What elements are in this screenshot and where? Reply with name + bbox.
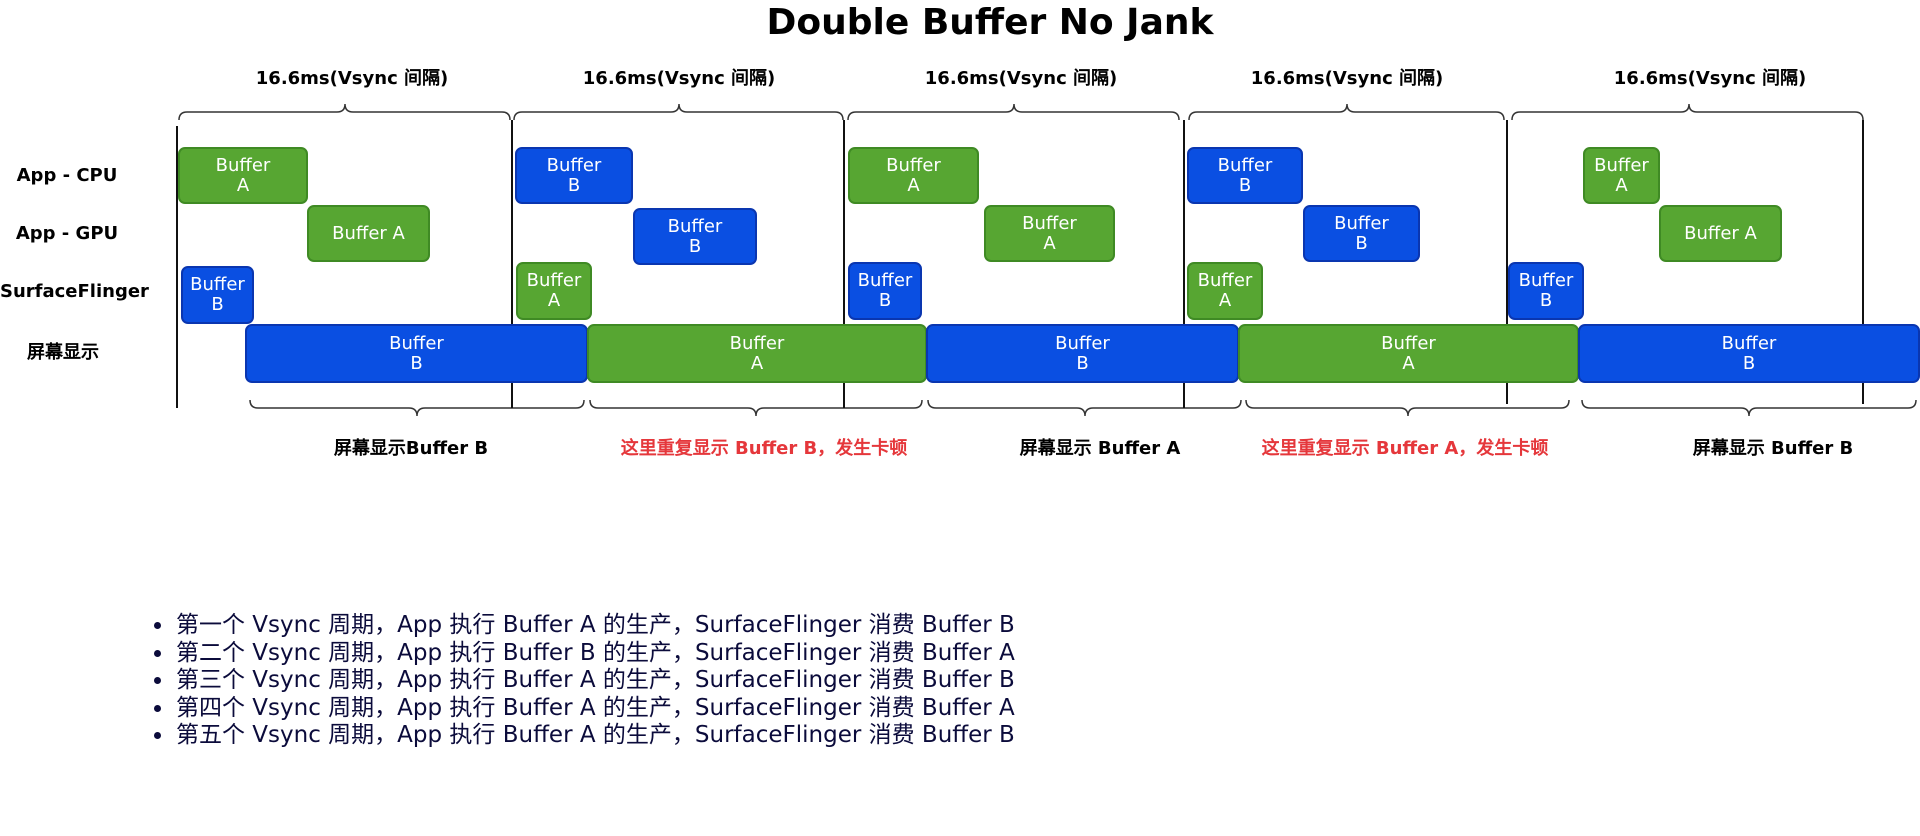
vsync-line-3 bbox=[843, 120, 845, 408]
bottom-label-2: 这里重复显示 Buffer B，发生卡顿 bbox=[620, 438, 908, 459]
sf-buffer-a-block: Buffer A bbox=[516, 262, 592, 320]
notes-list: 第一个 Vsync 周期，App 执行 Buffer A 的生产，Surface… bbox=[148, 612, 1015, 750]
row-label-surfaceflinger: SurfaceFlinger bbox=[0, 281, 149, 302]
bottom-brace-1 bbox=[249, 399, 585, 417]
gpu-buffer-a-block: Buffer A bbox=[984, 205, 1115, 262]
bottom-brace-4 bbox=[1245, 399, 1570, 417]
row-label-app-cpu: App - CPU bbox=[16, 165, 118, 186]
note-item: 第二个 Vsync 周期，App 执行 Buffer B 的生产，Surface… bbox=[174, 640, 1015, 668]
note-item: 第四个 Vsync 周期，App 执行 Buffer A 的生产，Surface… bbox=[174, 695, 1015, 723]
display-buffer-b-block: Buffer B bbox=[245, 324, 588, 383]
sf-buffer-b-block: Buffer B bbox=[848, 262, 922, 320]
diagram-title: Double Buffer No Jank bbox=[766, 2, 1214, 43]
vsync-line-4 bbox=[1183, 120, 1185, 408]
interval-label-3: 16.6ms(Vsync 间隔) bbox=[924, 68, 1118, 89]
top-brace-5 bbox=[1511, 103, 1864, 121]
vsync-line-1 bbox=[176, 126, 178, 408]
bottom-brace-2 bbox=[589, 399, 923, 417]
display-buffer-a-block: Buffer A bbox=[587, 324, 927, 383]
interval-label-1: 16.6ms(Vsync 间隔) bbox=[255, 68, 449, 89]
note-item: 第一个 Vsync 周期，App 执行 Buffer A 的生产，Surface… bbox=[174, 612, 1015, 640]
top-brace-2 bbox=[513, 103, 844, 121]
cpu-buffer-a-block: Buffer A bbox=[848, 147, 979, 204]
top-brace-3 bbox=[847, 103, 1180, 121]
bottom-brace-3 bbox=[927, 399, 1242, 417]
cpu-buffer-a-block: Buffer A bbox=[178, 147, 308, 204]
interval-label-4: 16.6ms(Vsync 间隔) bbox=[1250, 68, 1444, 89]
sf-buffer-b-block: Buffer B bbox=[1508, 262, 1584, 320]
gpu-buffer-b-block: Buffer B bbox=[1303, 205, 1420, 262]
note-item: 第三个 Vsync 周期，App 执行 Buffer A 的生产，Surface… bbox=[174, 667, 1015, 695]
row-label-app-gpu: App - GPU bbox=[15, 223, 119, 244]
bottom-label-3: 屏幕显示 Buffer A bbox=[1019, 438, 1181, 459]
note-item: 第五个 Vsync 周期，App 执行 Buffer A 的生产，Surface… bbox=[174, 722, 1015, 750]
cpu-buffer-b-block: Buffer B bbox=[515, 147, 633, 204]
bottom-label-1: 屏幕显示Buffer B bbox=[333, 438, 489, 459]
interval-label-2: 16.6ms(Vsync 间隔) bbox=[582, 68, 776, 89]
top-brace-1 bbox=[178, 103, 511, 121]
vsync-line-5 bbox=[1506, 120, 1508, 404]
bottom-brace-5 bbox=[1581, 399, 1917, 417]
cpu-buffer-a-block: Buffer A bbox=[1583, 147, 1660, 204]
display-buffer-a-block: Buffer A bbox=[1238, 324, 1579, 383]
bottom-label-4: 这里重复显示 Buffer A，发生卡顿 bbox=[1261, 438, 1549, 459]
gpu-buffer-a-block: Buffer A bbox=[1659, 205, 1782, 262]
interval-label-5: 16.6ms(Vsync 间隔) bbox=[1613, 68, 1807, 89]
sf-buffer-a-block: Buffer A bbox=[1187, 262, 1263, 320]
cpu-buffer-b-block: Buffer B bbox=[1187, 147, 1303, 204]
gpu-buffer-a-block: Buffer A bbox=[307, 205, 430, 262]
vsync-line-6 bbox=[1862, 120, 1864, 404]
display-buffer-b-block: Buffer B bbox=[926, 324, 1239, 383]
vsync-line-2 bbox=[511, 120, 513, 408]
gpu-buffer-b-block: Buffer B bbox=[633, 208, 757, 265]
display-buffer-b-block: Buffer B bbox=[1578, 324, 1920, 383]
top-brace-4 bbox=[1188, 103, 1505, 121]
row-label-display: 屏幕显示 bbox=[27, 342, 99, 363]
sf-buffer-b-block: Buffer B bbox=[181, 266, 254, 324]
bottom-label-5: 屏幕显示 Buffer B bbox=[1692, 438, 1854, 459]
